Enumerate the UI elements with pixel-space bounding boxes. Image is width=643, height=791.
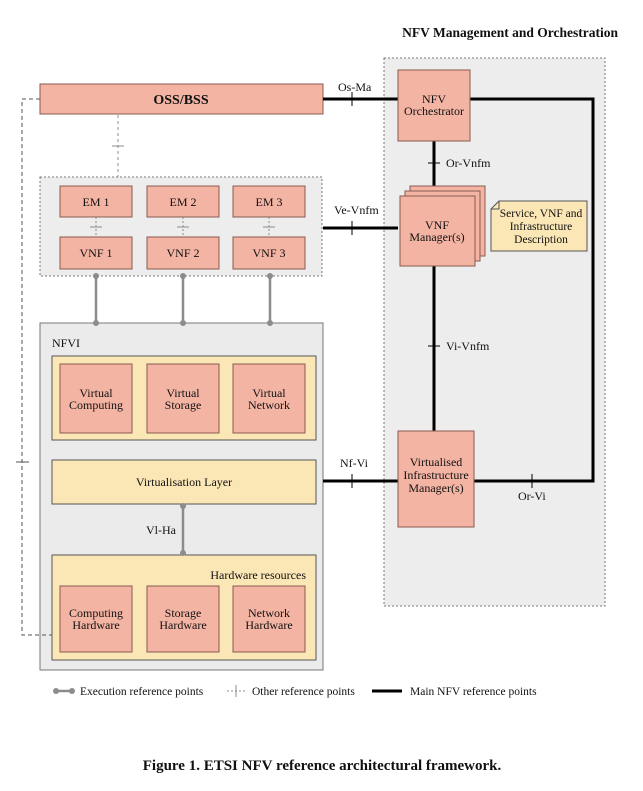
or-vi-label: Or-Vi	[518, 489, 546, 503]
virtual-storage-line2: Storage	[165, 398, 202, 412]
vnf-3-label: VNF 3	[252, 246, 285, 260]
description-line2: Infrastructure	[510, 221, 573, 233]
nfv-orchestrator-box	[397, 69, 471, 142]
legend-execution-dot-left	[53, 688, 59, 694]
legend-main-label: Main NFV reference points	[410, 686, 537, 698]
oss-hardware-link	[21, 98, 52, 636]
vnf1-nfvi-dot-top	[93, 273, 99, 279]
nfvi-title: NFVI	[52, 336, 80, 350]
computing-hardware-line1: Computing	[69, 606, 123, 620]
network-hardware-box	[232, 585, 306, 653]
vl-ha-dot-top	[180, 503, 186, 509]
or-vi-link	[470, 97, 595, 483]
virtual-storage-box	[146, 363, 220, 434]
storage-hardware-box	[146, 585, 220, 653]
network-hardware-line1: Network	[248, 606, 290, 620]
em-2-box	[146, 185, 220, 218]
description-line3: Description	[514, 234, 568, 246]
virtualisation-layer-label: Virtualisation Layer	[136, 475, 232, 489]
or-vnfm-label: Or-Vnfm	[446, 156, 491, 170]
nfv-mano-title: NFV Management and Orchestration	[402, 25, 618, 40]
virtual-network-box	[232, 363, 306, 434]
nf-vi-label: Nf-Vi	[340, 456, 369, 470]
virtual-computing-box	[59, 363, 133, 434]
network-hardware-line2: Hardware	[245, 618, 292, 632]
em-3-box	[232, 185, 306, 218]
virtualisation-layer-box	[51, 459, 317, 505]
vnf-1-box	[59, 236, 133, 270]
os-ma-label: Os-Ma	[338, 80, 372, 94]
virtual-network-line1: Virtual	[252, 386, 286, 400]
vnf-2-box	[146, 236, 220, 270]
storage-hardware-line1: Storage	[165, 606, 202, 620]
description-note-fold	[491, 201, 500, 210]
vnf-1-label: VNF 1	[79, 246, 112, 260]
oss-bss-label: OSS/BSS	[153, 93, 208, 108]
nfv-orchestrator-line2: Orchestrator	[404, 104, 464, 118]
vl-ha-label: Vl-Ha	[146, 523, 177, 537]
vnf2-nfvi-dot-bottom	[180, 320, 186, 326]
virtual-network-line2: Network	[248, 398, 290, 412]
description-line1: Service, VNF and	[500, 208, 583, 220]
virtual-storage-line1: Virtual	[166, 386, 200, 400]
vnf-manager-box	[399, 195, 476, 267]
figure-caption: Figure 1. ETSI NFV reference architectur…	[143, 758, 502, 774]
vim-line3: Manager(s)	[408, 481, 463, 495]
vnf2-nfvi-dot-top	[180, 273, 186, 279]
legend-execution-dot-right	[69, 688, 75, 694]
em-2-label: EM 2	[170, 195, 197, 209]
description-note	[490, 200, 588, 252]
vnf-2-label: VNF 2	[166, 246, 199, 260]
vl-ha-dot-bottom	[180, 550, 186, 556]
computing-hardware-box	[59, 585, 133, 653]
hardware-resources-title: Hardware resources	[210, 568, 306, 582]
vim-line2: Infrastructure	[403, 468, 468, 482]
vnf3-nfvi-dot-top	[267, 273, 273, 279]
vnf-3-box	[232, 236, 306, 270]
em-3-label: EM 3	[256, 195, 283, 209]
storage-hardware-line2: Hardware	[159, 618, 206, 632]
legend-other-label: Other reference points	[252, 686, 355, 698]
virtual-computing-line1: Virtual	[79, 386, 113, 400]
vnf-manager-line2: Manager(s)	[409, 230, 464, 244]
nfv-orchestrator-line1: NFV	[422, 92, 446, 106]
em-1-label: EM 1	[83, 195, 110, 209]
vnf-manager-line1: VNF	[425, 218, 449, 232]
vim-box	[397, 430, 475, 528]
ve-vnfm-label: Ve-Vnfm	[334, 203, 379, 217]
computing-hardware-line2: Hardware	[72, 618, 119, 632]
vnf1-nfvi-dot-bottom	[93, 320, 99, 326]
virtual-computing-line2: Computing	[69, 398, 123, 412]
vnf3-nfvi-dot-bottom	[267, 320, 273, 326]
em-1-box	[59, 185, 133, 218]
vi-vnfm-label: Vi-Vnfm	[446, 339, 490, 353]
vim-line1: Virtualised	[410, 455, 463, 469]
legend-execution-label: Execution reference points	[80, 686, 204, 698]
